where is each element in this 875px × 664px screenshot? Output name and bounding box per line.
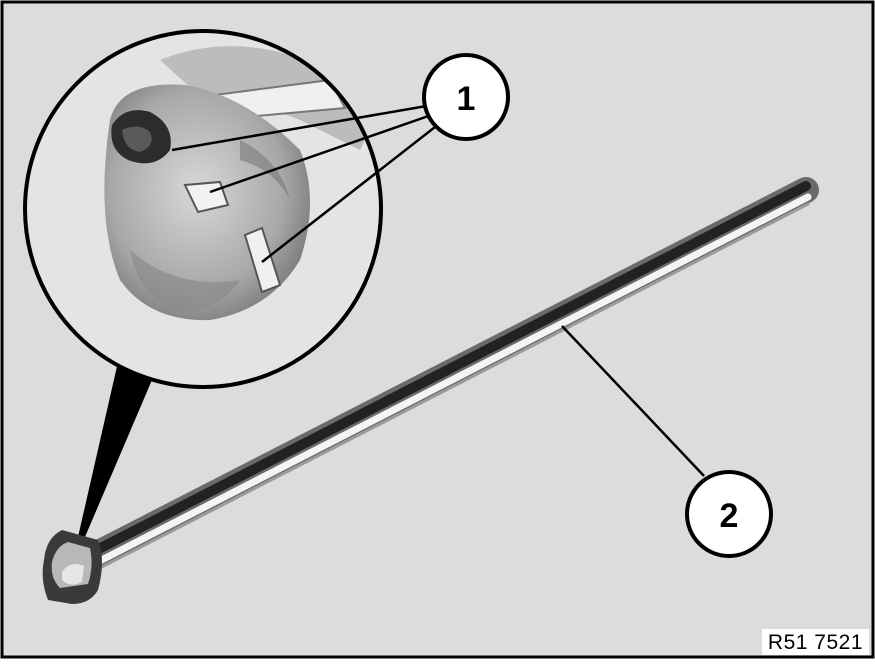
rod-end-clip (43, 530, 102, 604)
reference-code: R51 7521 (762, 629, 869, 655)
callout-1: 1 (424, 55, 508, 139)
callout-2: 2 (687, 472, 771, 556)
detail-magnifier (25, 31, 381, 387)
callout-1-label: 1 (457, 80, 476, 118)
callout-2-label: 2 (720, 497, 739, 535)
